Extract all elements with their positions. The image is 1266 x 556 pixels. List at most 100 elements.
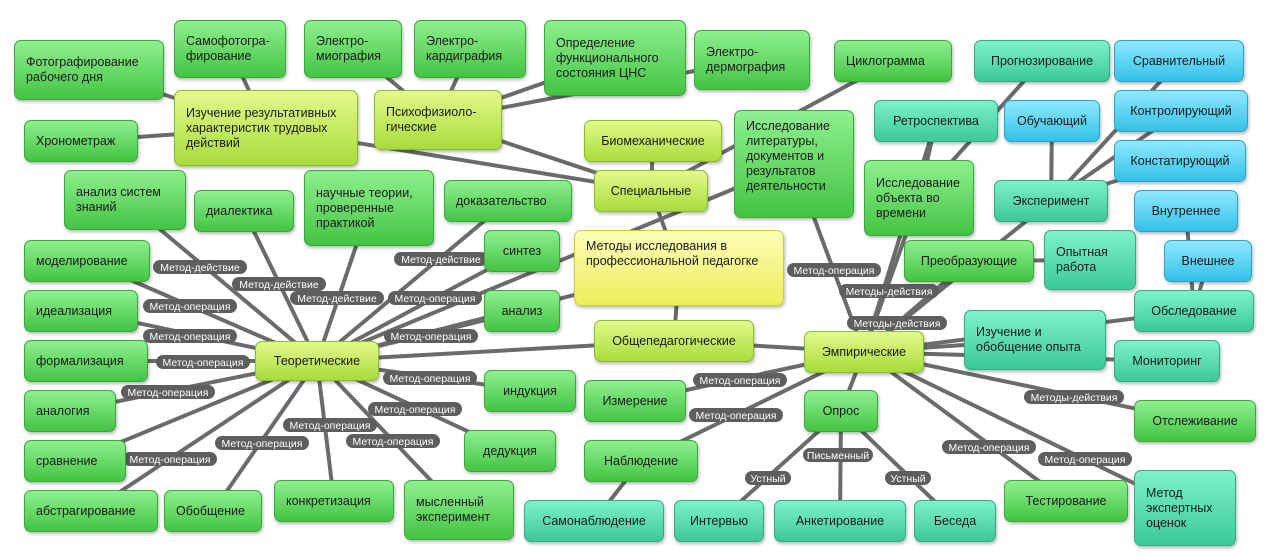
edge-label-bg (123, 452, 217, 466)
node-experience-study[interactable]: Изучение и обобщение опыта (964, 310, 1106, 370)
node-internal[interactable]: Внутреннее (1134, 190, 1238, 232)
edge-label-bg (1038, 452, 1132, 466)
node-abstraction[interactable]: абстрагирование (24, 490, 158, 532)
node-timekeeping[interactable]: Хронометраж (24, 120, 138, 162)
node-induction[interactable]: индукция (484, 370, 576, 412)
central-topic[interactable]: Методы исследования в профессиональной п… (574, 230, 784, 306)
edge-label-bg (787, 263, 881, 277)
edge-label-bg (283, 418, 377, 432)
edge-label: Метод-операция (130, 454, 211, 466)
node-comparison[interactable]: сравнение (24, 440, 126, 482)
node-experiment[interactable]: Эксперимент (994, 180, 1108, 222)
node-ascertaining[interactable]: Констатирующий (1114, 140, 1246, 182)
node-retrospective[interactable]: Ретроспектива (874, 100, 998, 142)
node-electrodermography[interactable]: Электро-дермография (694, 30, 810, 90)
node-literature-study[interactable]: Исследование литературы, документов и ре… (734, 110, 854, 218)
node-scientific-theories[interactable]: научные теории, проверенные практикой (304, 170, 434, 246)
node-tracking[interactable]: Отслеживание (1134, 400, 1256, 442)
node-cyclogram[interactable]: Циклограмма (834, 40, 952, 82)
edge-label: Метод-действие (297, 293, 377, 305)
node-expert-assessment[interactable]: Метод экспертных оценок (1134, 470, 1236, 546)
edge-label: Метод-операция (128, 387, 209, 399)
connector-emp-test (862, 350, 1068, 503)
connector-experim-sravnit (1049, 59, 1181, 203)
node-biomechanical[interactable]: Биомеханические (584, 120, 722, 162)
edge-label-bg (143, 329, 237, 343)
edge-label-bg (156, 355, 250, 369)
edge-label-bg (803, 448, 873, 462)
node-conversation[interactable]: Беседа (914, 500, 996, 542)
edge-label-bg (290, 291, 384, 305)
node-external[interactable]: Внешнее (1164, 240, 1252, 282)
edge-label: Метод-операция (395, 293, 476, 305)
edge-label: Метод-действие (401, 254, 481, 266)
node-general-pedagogical[interactable]: Общепедагогические (594, 320, 754, 362)
node-comparative[interactable]: Сравнительный (1114, 40, 1244, 82)
node-transformative[interactable]: Преобразующие (904, 240, 1034, 282)
edge-label-bg (394, 252, 488, 266)
connector-teor-abstr (89, 359, 319, 513)
edge-label-bg (153, 260, 247, 274)
edge-label-bg (885, 471, 931, 485)
node-dialectics[interactable]: диалектика (194, 190, 294, 232)
edge-label-bg (847, 316, 947, 330)
node-thought-experiment[interactable]: мысленный эксперимент (404, 480, 514, 540)
node-self-photography[interactable]: Самофотогра-фирование (174, 20, 286, 78)
edge-label: Метод-операция (391, 331, 472, 343)
node-controlling[interactable]: Контролирующий (1114, 90, 1248, 132)
edge-label: Метод-операция (290, 420, 371, 432)
node-proof[interactable]: доказательство (444, 180, 572, 222)
edge-label: Метод-операция (222, 438, 303, 450)
node-workday-photography[interactable]: Фотографирование рабочего дня (14, 40, 164, 100)
edge-label-bg (1024, 390, 1124, 404)
node-generalization[interactable]: Обобщение (164, 490, 262, 532)
edge-label-bg (689, 408, 783, 422)
node-questionnaire[interactable]: Анкетирование (774, 500, 906, 542)
node-knowledge-systems[interactable]: анализ систем знаний (64, 170, 186, 230)
node-formalization[interactable]: формализация (24, 340, 148, 382)
node-teaching[interactable]: Обучающий (1004, 100, 1100, 142)
node-measurement[interactable]: Измерение (584, 380, 686, 422)
node-modeling[interactable]: моделирование (24, 240, 150, 282)
node-time-study[interactable]: Исследование объекта во времени (864, 160, 974, 236)
node-psychophysiological[interactable]: Психофизиоло-гические (374, 90, 502, 150)
edge-label-bg (346, 434, 440, 448)
edge-label: Метод-операция (696, 410, 777, 422)
edge-label: Метод-операция (700, 375, 781, 387)
edge-label: Метод-операция (163, 357, 244, 369)
node-observation[interactable]: Наблюдение (584, 440, 698, 482)
node-electromyography[interactable]: Электро-миография (304, 20, 402, 78)
node-deduction[interactable]: дедукция (464, 430, 556, 472)
edge-label: Метод-действие (239, 279, 319, 291)
node-synthesis[interactable]: синтез (484, 230, 560, 272)
node-self-observation[interactable]: Самонаблюдение (524, 500, 664, 542)
node-special[interactable]: Специальные (594, 170, 708, 212)
node-monitoring[interactable]: Мониторинг (1114, 340, 1220, 382)
node-electrocardiography[interactable]: Электро-кардиграфия (414, 20, 526, 78)
edge-label: Метод-операция (353, 436, 434, 448)
node-empirical[interactable]: Эмпирические (804, 331, 924, 373)
node-analogy[interactable]: аналогия (24, 390, 116, 432)
node-idealization[interactable]: идеализация (24, 290, 138, 332)
node-pilot-work[interactable]: Опытная работа (1044, 230, 1136, 290)
node-theoretical[interactable]: Теоретические (255, 341, 379, 381)
node-interview[interactable]: Интервью (674, 500, 764, 542)
connector-teor-dokaz (315, 199, 510, 363)
connector-emp-ekspert (862, 350, 1187, 510)
edge-label: Методы-действия (854, 318, 941, 330)
node-forecasting[interactable]: Прогнозирование (974, 40, 1110, 82)
node-testing[interactable]: Тестирование (1004, 480, 1128, 522)
edge-label: Метод-операция (949, 442, 1030, 454)
edge-label-bg (942, 440, 1036, 454)
node-interview-survey[interactable]: Опрос (804, 390, 878, 432)
edge-label: Письменный (807, 450, 869, 462)
node-concretization[interactable]: конкретизация (274, 480, 394, 522)
node-analysis[interactable]: анализ (484, 290, 560, 332)
edge-labels: Метод-действиеМетод-действиеМетод-действ… (121, 252, 1132, 485)
edge-label: Метод-операция (390, 373, 471, 385)
node-cns-state[interactable]: Определение функционального состояния ЦН… (544, 20, 686, 96)
connector-emp-retro (862, 119, 938, 354)
node-survey-examination[interactable]: Обследование (1134, 290, 1254, 332)
edge-label-bg (388, 291, 482, 305)
node-performance-study[interactable]: Изучение результативных характеристик тр… (174, 90, 358, 166)
